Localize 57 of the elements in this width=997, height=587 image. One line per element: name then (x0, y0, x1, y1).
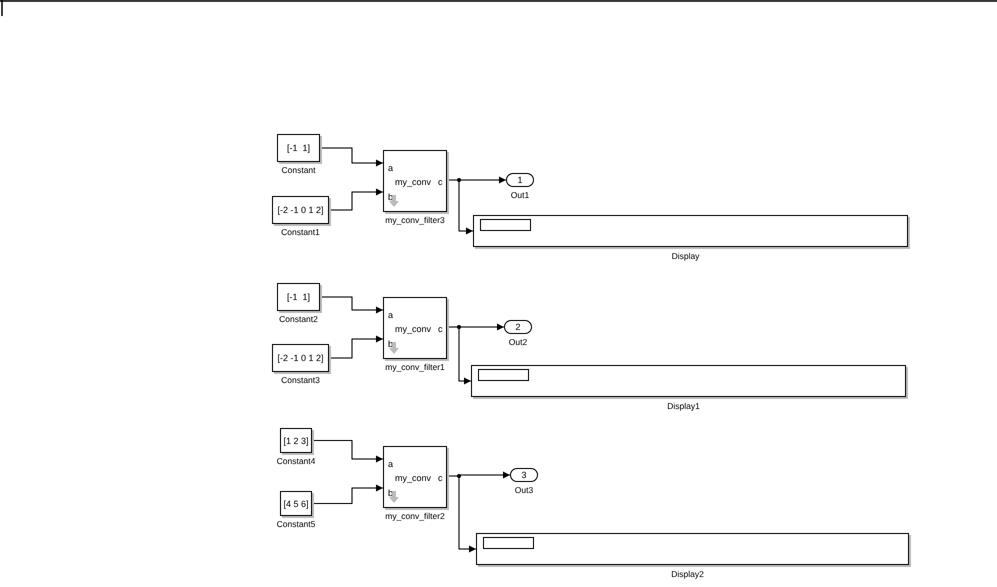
block-name: my_conv_filter1 (385, 362, 445, 372)
subsystem-block (383, 150, 447, 212)
signal-line (328, 336, 384, 358)
block-name: my_conv_filter3 (385, 215, 445, 225)
constant-value: [-1 1] (286, 143, 310, 153)
port-label: a (388, 310, 394, 320)
signal-line (320, 148, 384, 166)
block-name: Constant4 (276, 456, 316, 466)
port-label: c (438, 473, 442, 483)
block-name: Constant2 (279, 314, 318, 324)
signal-line (320, 296, 384, 314)
constant-block (277, 283, 320, 311)
block-name: Out3 (514, 485, 534, 495)
block-name: Constant3 (281, 375, 320, 385)
block-name: Constant5 (276, 519, 316, 529)
subsystem-block (383, 446, 447, 508)
block-name: Constant (281, 165, 316, 175)
constant-value: [4 5 6] (283, 498, 309, 508)
block-label: my_conv (395, 324, 432, 334)
outport-block (506, 173, 534, 187)
constant-value: [1 2 3] (283, 436, 309, 446)
constant-block (280, 491, 312, 516)
block-label: my_conv (395, 473, 432, 483)
signal-line (446, 180, 474, 234)
signal-line (312, 440, 384, 462)
constant-value: [-1 1] (286, 292, 310, 302)
display-block (473, 215, 908, 247)
constant-block (277, 134, 320, 162)
signal-line (328, 188, 384, 210)
port-label: c (438, 324, 442, 334)
constant-block (280, 428, 312, 453)
port-number: 3 (521, 470, 526, 480)
block-label: my_conv (395, 177, 432, 187)
port-label: a (388, 163, 394, 173)
block-name: Out1 (510, 190, 530, 200)
constant-block (272, 196, 329, 224)
signal-line (446, 326, 472, 384)
port-label: a (388, 459, 394, 469)
outport-block (504, 320, 532, 334)
display-block (471, 365, 906, 397)
block-name: Display1 (667, 401, 700, 411)
port-label: c (438, 177, 442, 187)
display-block (476, 533, 909, 565)
port-number: 1 (517, 175, 522, 185)
outport-block (510, 468, 538, 482)
signal-line (446, 476, 476, 552)
block-name: Display (672, 251, 700, 261)
constant-value: [-2 -1 0 1 2] (277, 205, 324, 215)
block-name: my_conv_filter2 (385, 511, 445, 521)
port-number: 2 (515, 322, 520, 332)
constant-value: [-2 -1 0 1 2] (277, 353, 324, 363)
block-name: Display2 (671, 569, 704, 579)
block-name: Out2 (508, 337, 528, 347)
signal-line (312, 484, 384, 504)
constant-block (272, 344, 329, 372)
subsystem-block (383, 297, 447, 359)
block-name: Constant1 (281, 227, 320, 237)
